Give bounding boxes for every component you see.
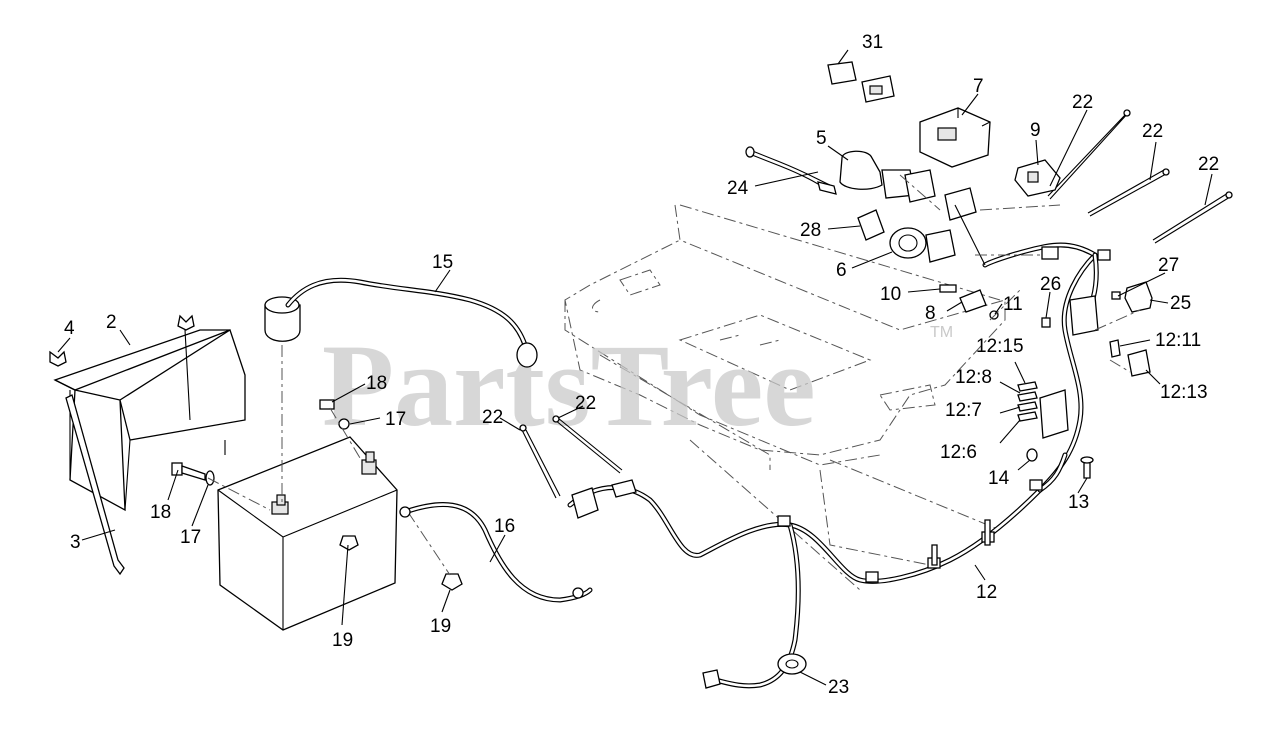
hardware-13-14 [1026,448,1094,479]
callout-13: 13 [1068,492,1089,513]
connector-31 [827,61,895,103]
callout-12: 12 [976,582,997,603]
callout-16: 16 [494,516,515,537]
callout-12-11: 12:11 [1155,330,1201,351]
callout-12-8: 12:8 [955,367,992,388]
callout-24: 24 [727,178,749,199]
callout-19: 19 [430,616,451,637]
bolts-and-washers [171,399,463,591]
callout-25: 25 [1170,293,1191,314]
callout-15: 15 [432,252,453,273]
terminals-12 [1017,381,1069,439]
callout-7: 7 [973,76,984,97]
hold-down-rod [65,394,125,576]
callout-22: 22 [482,407,503,428]
callout-6: 6 [836,260,847,281]
callout-2: 2 [106,312,117,333]
callout-31: 31 [862,32,883,53]
battery-cover [53,329,246,512]
callout-10: 10 [880,284,901,305]
callout-8: 8 [925,303,936,324]
callout-12-6: 12:6 [940,442,977,463]
watermark: PartsTree TM [322,320,953,451]
callout-17: 17 [385,409,406,430]
battery-cable-15 [285,277,538,368]
component-5 [839,150,936,203]
grommet [702,653,807,689]
callouts: 31 7 22 9 22 5 22 24 28 15 6 27 26 10 25… [64,32,1219,698]
wing-nut [49,314,195,367]
callout-17: 17 [180,527,201,548]
callout-12-7: 12:7 [945,400,982,421]
callout-27: 27 [1158,255,1179,276]
callout-22: 22 [1142,121,1163,142]
watermark-tm: TM [930,324,953,341]
positive-boot [264,296,301,342]
sensor-24 [745,146,837,195]
deck-plate [564,204,1006,591]
wire-harness-12 [567,242,1111,689]
callout-22: 22 [1198,154,1219,175]
fuse-block-8 [939,284,999,320]
callout-22: 22 [1072,92,1093,113]
battery-cable-16 [399,502,593,603]
callout-12-13: 12:13 [1160,382,1208,403]
callout-14: 14 [988,468,1010,489]
callout-18: 18 [150,502,171,523]
callout-9: 9 [1030,120,1041,141]
callout-18: 18 [366,373,387,394]
battery [217,436,398,631]
callout-5: 5 [816,128,827,149]
callout-11: 11 [1003,294,1023,315]
leader-lines [57,49,1213,686]
callout-12-15: 12:15 [976,336,1024,357]
component-28 [857,209,885,241]
callout-22: 22 [575,393,596,414]
watermark-brand: PartsTree [322,320,816,451]
callout-28: 28 [800,220,821,241]
callout-4: 4 [64,318,75,339]
cable-ties [519,109,1233,499]
callout-26: 26 [1040,274,1061,295]
callout-23: 23 [828,677,849,698]
hour-meter-7 [919,107,991,168]
ignition-switch-6 [889,187,986,266]
connectors-12-11-12-13 [1109,339,1151,377]
switch-9 [1014,159,1061,197]
callout-19: 19 [332,630,353,651]
callout-3: 3 [70,532,81,553]
